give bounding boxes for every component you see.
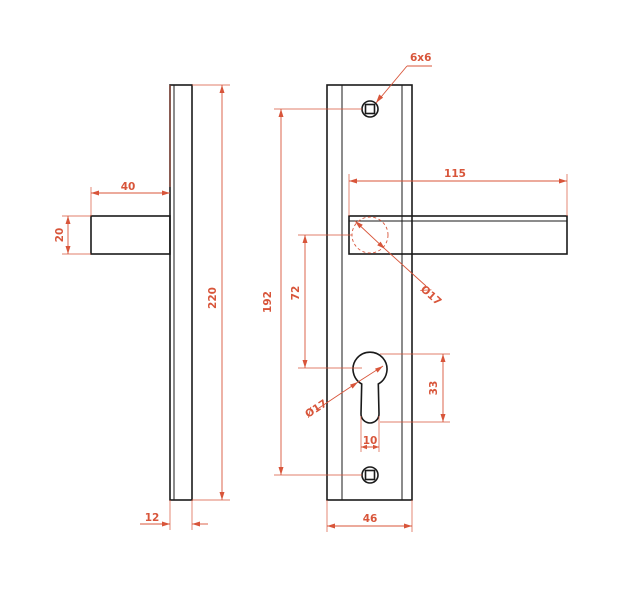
dim-cylinder-width: 10 xyxy=(360,416,380,452)
lever-handle xyxy=(348,215,568,255)
label-cylinder-round-diameter: Ø17 xyxy=(303,398,329,421)
dim-cylinder-round-diameter: Ø17 xyxy=(303,365,384,421)
label-cylinder-width: 10 xyxy=(363,435,378,447)
dim-side-handle-height: 20 xyxy=(54,215,91,255)
dim-screw-spacing: 192 xyxy=(262,108,362,476)
side-plate xyxy=(169,84,193,501)
cylinder-cutout xyxy=(352,351,388,424)
label-backset-spacing: 72 xyxy=(290,286,302,301)
dim-front-plate-width: 46 xyxy=(326,500,413,532)
label-side-handle-height: 20 xyxy=(54,228,66,243)
dim-side-plate-thickness: 12 xyxy=(140,500,208,530)
label-front-plate-width: 46 xyxy=(363,513,378,525)
label-side-plate-thickness: 12 xyxy=(145,512,160,524)
label-rose-diameter: Ø17 xyxy=(418,283,444,308)
dim-rose-diameter: Ø17 xyxy=(354,220,444,308)
top-spindle-square xyxy=(364,103,376,115)
label-spindle-square: 6x6 xyxy=(410,52,431,64)
dim-cylinder-height: 33 xyxy=(380,353,450,423)
side-view xyxy=(90,84,193,501)
bottom-screw xyxy=(361,466,379,484)
label-cylinder-height: 33 xyxy=(428,381,440,396)
dim-spindle-square: 6x6 xyxy=(375,52,432,104)
label-screw-spacing: 192 xyxy=(262,291,274,313)
front-plate xyxy=(326,84,413,501)
label-side-plate-height: 220 xyxy=(207,287,219,309)
top-screw xyxy=(361,100,379,118)
side-handle xyxy=(90,215,171,255)
dim-side-plate-height: 220 xyxy=(192,84,230,501)
label-lever-length: 115 xyxy=(444,168,466,180)
dim-backset-spacing: 72 xyxy=(290,234,362,369)
dim-side-handle-length: 40 xyxy=(90,85,171,216)
dim-lever-length: 115 xyxy=(348,168,568,216)
label-side-handle-length: 40 xyxy=(121,181,136,193)
bottom-spindle-square xyxy=(364,469,376,481)
